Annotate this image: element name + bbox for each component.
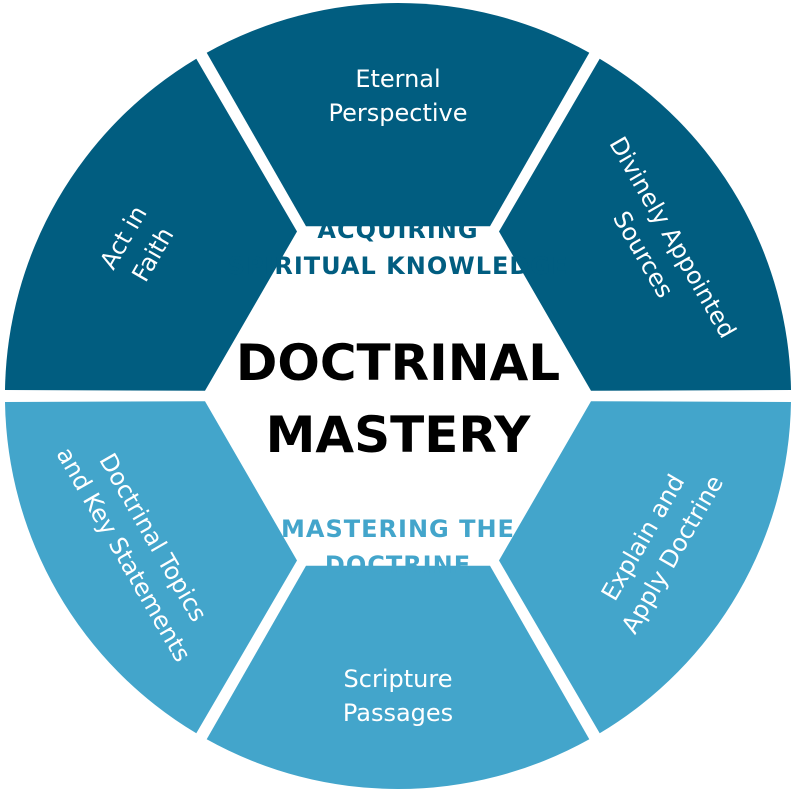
segment-shape-doctrinal-topics-key-statements xyxy=(5,401,297,734)
title-line-1: DOCTRINAL xyxy=(236,334,560,392)
bottom-subtitle-line-1: MASTERING THE xyxy=(281,515,515,543)
segment-doctrinal-topics-key-statements: Doctrinal Topicsand Key Statements xyxy=(5,401,297,734)
bottom-subtitle-line-2: DOCTRINE xyxy=(325,551,471,579)
segment-shape-eternal-perspective xyxy=(206,2,590,227)
segment-shape-scripture-passages xyxy=(206,565,590,790)
segment-shape-explain-and-apply-doctrine xyxy=(499,401,791,734)
title-line-2: MASTERY xyxy=(266,406,531,464)
segment-label-line: Passages xyxy=(343,699,453,727)
segment-label-line: Eternal xyxy=(355,65,440,93)
segment-shape-divinely-appointed-sources xyxy=(499,58,791,391)
top-subtitle-line-1: ACQUIRING xyxy=(317,216,478,244)
top-subtitle-line-2: SPIRITUAL KNOWLEDGE xyxy=(228,252,569,280)
center-text: ACQUIRING SPIRITUAL KNOWLEDGE DOCTRINAL … xyxy=(228,216,569,579)
segment-label-line: Scripture xyxy=(344,665,453,693)
segment-shape-act-in-faith xyxy=(5,58,297,391)
segment-explain-and-apply-doctrine: Explain andApply Doctrine xyxy=(499,401,791,734)
segment-act-in-faith: Act inFaith xyxy=(5,58,297,391)
segment-label-line: Perspective xyxy=(329,99,468,127)
